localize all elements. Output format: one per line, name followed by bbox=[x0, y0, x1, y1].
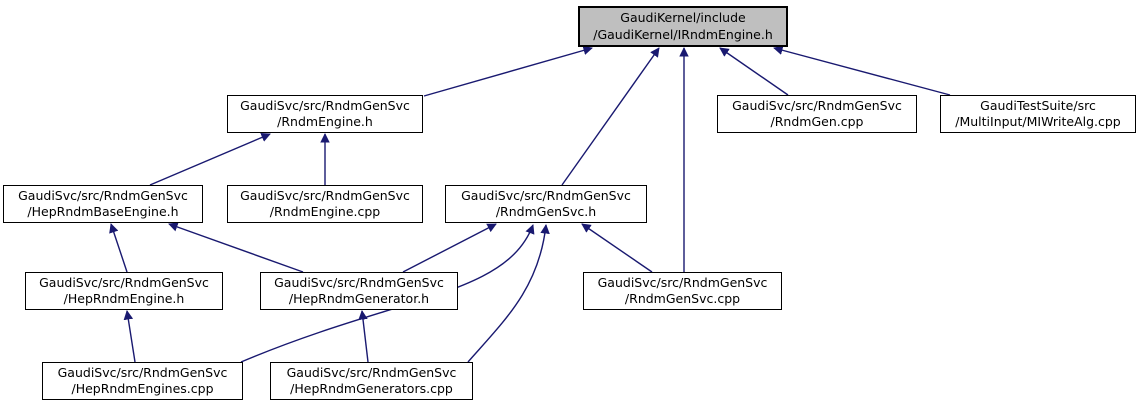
node-heprndmgenerator-h[interactable]: GaudiSvc/src/RndmGenSvc /HepRndmGenerato… bbox=[260, 272, 458, 310]
node-label-line: GaudiSvc/src/RndmGenSvc bbox=[18, 187, 188, 203]
edge-heprndmgenerators_cpp-to-heprndmgenerator_h bbox=[358, 310, 369, 363]
node-miwritealg-cpp[interactable]: GaudiTestSuite/src /MultiInput/MIWriteAl… bbox=[940, 95, 1136, 133]
node-irndmengine-h[interactable]: GaudiKernel/include /GaudiKernel/IRndmEn… bbox=[578, 6, 788, 47]
node-label-line: /RndmEngine.h bbox=[277, 114, 373, 129]
edge-rndmengine_h-to-irndmengine_h bbox=[423, 45, 593, 97]
node-label-line: GaudiSvc/src/RndmGenSvc bbox=[57, 364, 228, 380]
node-heprndmbaseengine-h[interactable]: GaudiSvc/src/RndmGenSvc /HepRndmBaseEngi… bbox=[3, 185, 203, 223]
node-rndmgensvc-cpp[interactable]: GaudiSvc/src/RndmGenSvc /RndmGenSvc.cpp bbox=[583, 272, 782, 310]
edge-heprndmbaseengine_h-to-rndmengine_h bbox=[149, 132, 271, 186]
edge-miwritealg_cpp-to-irndmengine_h bbox=[773, 45, 951, 96]
node-label-line: GaudiSvc/src/RndmGenSvc bbox=[461, 187, 631, 203]
node-label-line: GaudiSvc/src/RndmGenSvc bbox=[597, 274, 768, 290]
node-label-line: GaudiTestSuite/src bbox=[980, 97, 1096, 113]
node-rndmgen-cpp[interactable]: GaudiSvc/src/RndmGenSvc /RndmGen.cpp bbox=[717, 95, 917, 133]
node-label-line: /MultiInput/MIWriteAlg.cpp bbox=[955, 114, 1121, 129]
edge-heprndmengines_cpp-to-heprndmengine_h bbox=[123, 310, 136, 363]
node-label-line: /HepRndmGenerators.cpp bbox=[290, 381, 453, 396]
node-label-line: /RndmGen.cpp bbox=[770, 114, 864, 129]
node-heprndmengines-cpp[interactable]: GaudiSvc/src/RndmGenSvc /HepRndmEngines.… bbox=[42, 362, 243, 400]
node-rndmengine-cpp[interactable]: GaudiSvc/src/RndmGenSvc /RndmEngine.cpp bbox=[227, 185, 423, 223]
edge-heprndmgenerators_cpp-to-rndmgensvc_h bbox=[467, 224, 550, 363]
edge-heprndmengine_h-to-heprndmbaseengine_h bbox=[109, 223, 128, 273]
node-rndmengine-h[interactable]: GaudiSvc/src/RndmGenSvc /RndmEngine.h bbox=[227, 95, 423, 133]
edge-heprndmgenerator_h-to-heprndmbaseengine_h bbox=[168, 222, 304, 273]
node-label-line: /HepRndmGenerator.h bbox=[288, 291, 430, 306]
node-label-line: GaudiSvc/src/RndmGenSvc bbox=[732, 97, 902, 113]
edge-rndmgen_cpp-to-irndmengine_h bbox=[719, 47, 789, 96]
node-label-line: GaudiSvc/src/RndmGenSvc bbox=[286, 364, 457, 380]
edge-heprndmgenerator_h-to-rndmgensvc_h bbox=[402, 223, 497, 273]
node-label-line: GaudiKernel/include bbox=[620, 10, 746, 25]
node-label-line: /GaudiKernel/IRndmEngine.h bbox=[593, 26, 773, 42]
node-label-line: GaudiSvc/src/RndmGenSvc bbox=[240, 97, 410, 113]
node-label-line: /HepRndmBaseEngine.h bbox=[27, 204, 179, 219]
node-label-line: /RndmGenSvc.cpp bbox=[624, 291, 741, 306]
node-label-line: /HepRndmEngines.cpp bbox=[71, 381, 214, 396]
node-label-line: /HepRndmEngine.h bbox=[63, 291, 185, 306]
node-label-line: GaudiSvc/src/RndmGenSvc bbox=[240, 187, 410, 203]
node-label-line: GaudiSvc/src/RndmGenSvc bbox=[274, 274, 444, 290]
node-label-line: /RndmEngine.cpp bbox=[269, 204, 381, 219]
edge-rndmgensvc_h-to-irndmengine_h bbox=[561, 47, 660, 186]
node-label-line: /RndmGenSvc.h bbox=[495, 204, 597, 219]
node-heprndmengine-h[interactable]: GaudiSvc/src/RndmGenSvc /HepRndmEngine.h bbox=[25, 272, 223, 310]
node-heprndmgenerators-cpp[interactable]: GaudiSvc/src/RndmGenSvc /HepRndmGenerato… bbox=[270, 362, 473, 400]
node-label-line: GaudiSvc/src/RndmGenSvc bbox=[39, 274, 209, 290]
node-rndmgensvc-h[interactable]: GaudiSvc/src/RndmGenSvc /RndmGenSvc.h bbox=[445, 185, 647, 223]
edge-rndmgensvc_cpp-to-rndmgensvc_h bbox=[581, 223, 653, 273]
